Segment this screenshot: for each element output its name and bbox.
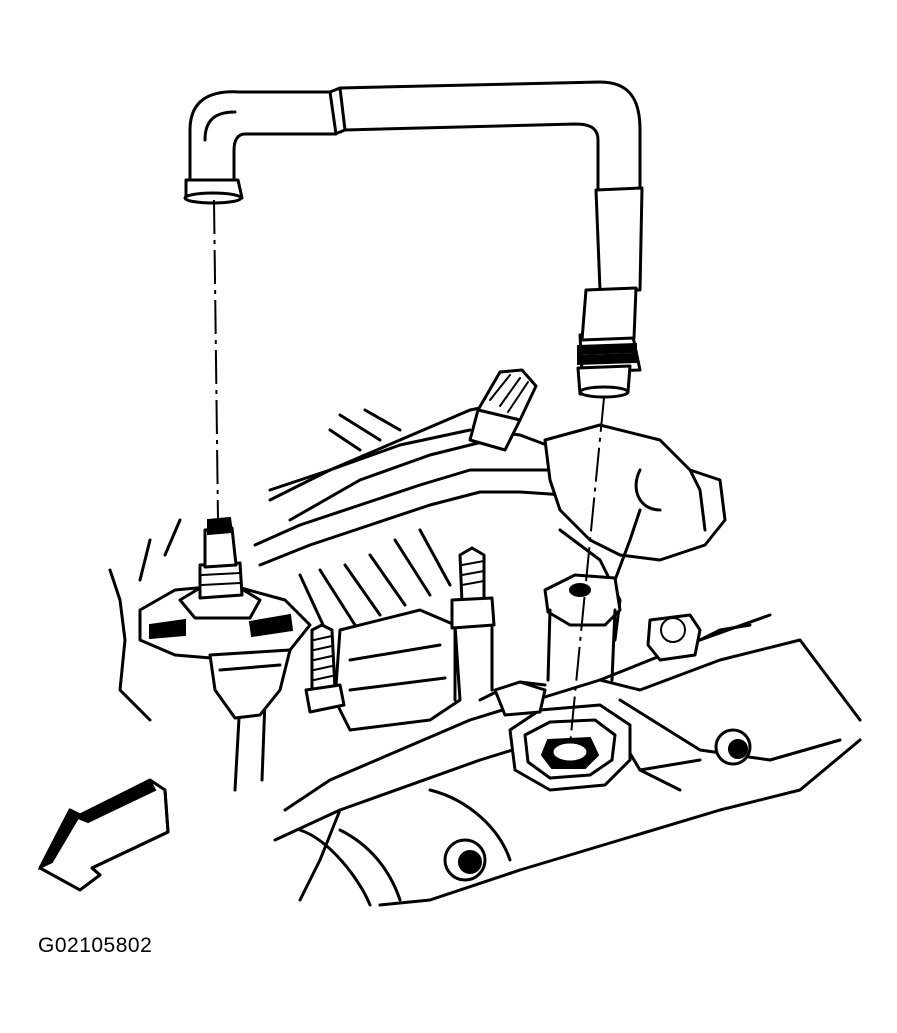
left-pcv-fitting — [138, 516, 312, 720]
assembly-guide-lines — [213, 199, 605, 746]
valve-cover — [298, 528, 547, 732]
figure-code: G02105802 — [38, 934, 153, 957]
pcv-hose — [183, 80, 644, 399]
front-direction-arrow-icon — [37, 778, 170, 892]
engine-block — [108, 398, 862, 907]
studs — [304, 546, 496, 714]
oil-fill-port — [493, 573, 632, 792]
coolant-pipe — [253, 368, 727, 642]
